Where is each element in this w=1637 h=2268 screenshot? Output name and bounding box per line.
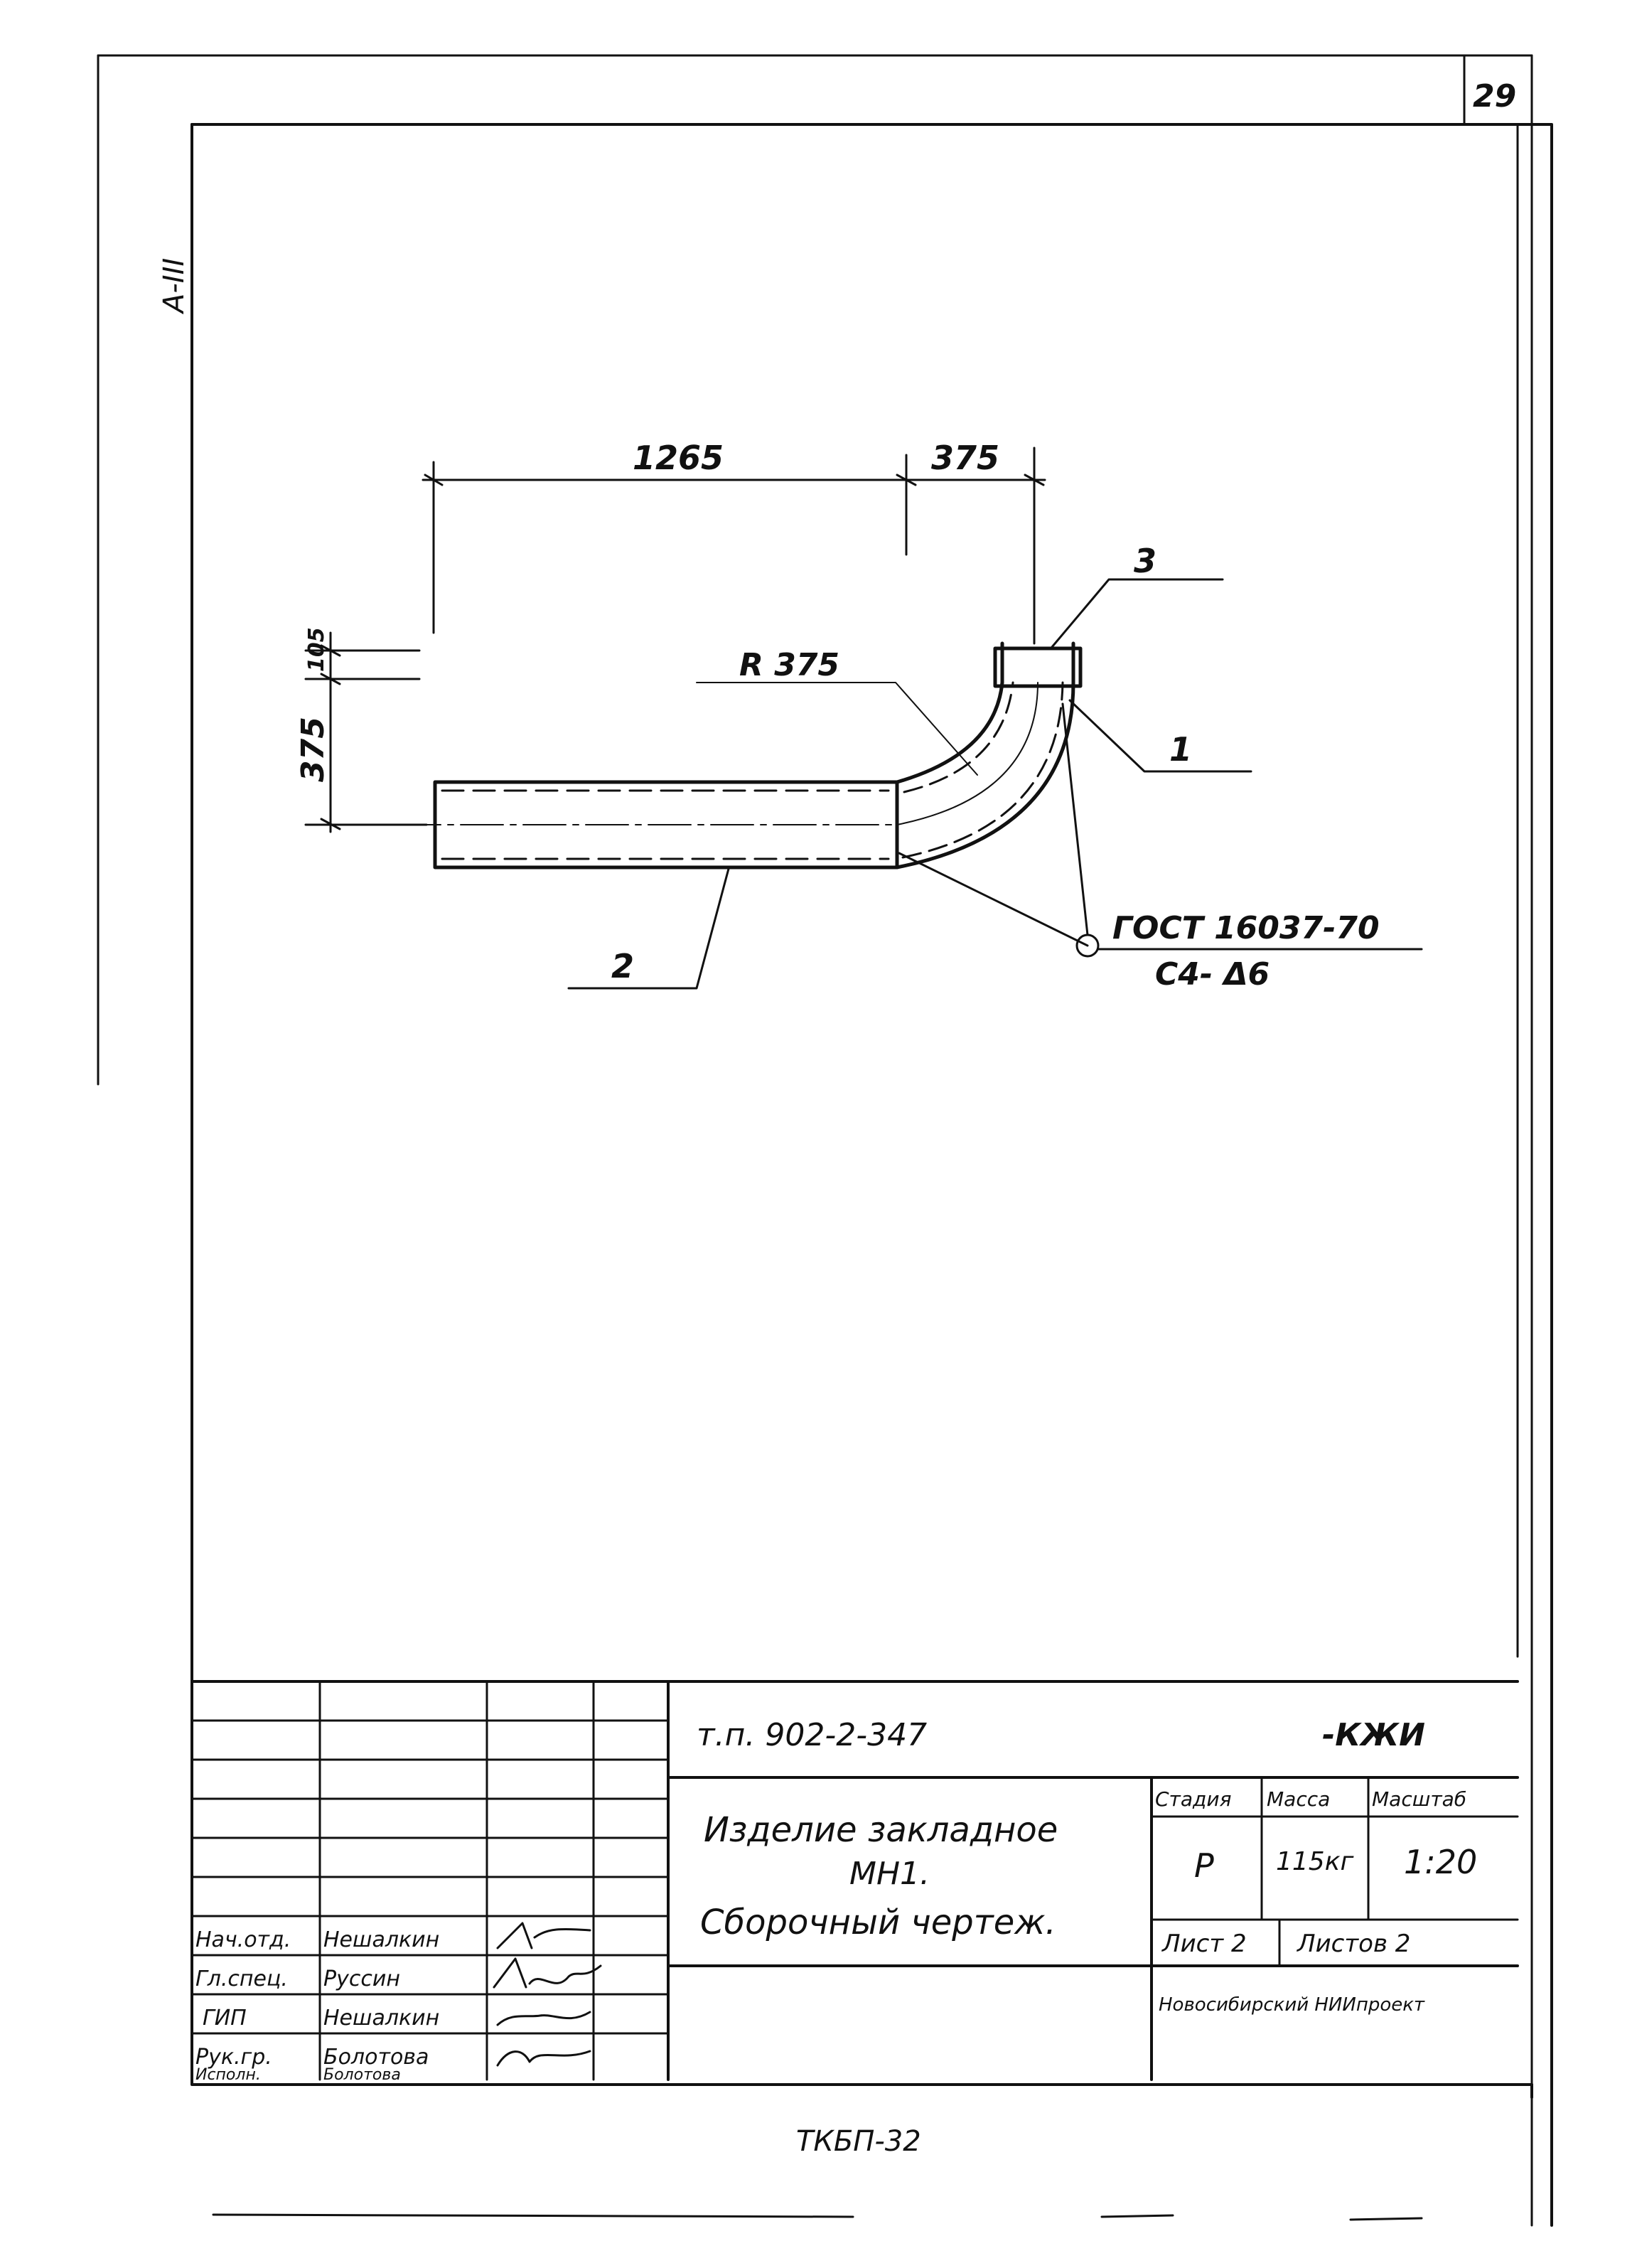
scale-header: Масштаб: [1372, 1787, 1466, 1811]
dim-height: 375: [295, 717, 331, 782]
position-1: 1: [1169, 730, 1192, 769]
weld-type: С4- Δ6: [1155, 956, 1270, 993]
title-line2: МН1.: [849, 1856, 930, 1892]
format-label: А-III: [158, 258, 190, 315]
part-drawing: [397, 641, 1083, 870]
signatures: [493, 1922, 602, 2067]
role-2: Гл.спец.: [195, 1967, 288, 1991]
title-block: [190, 1680, 1519, 2081]
role-1: Нач.отд.: [195, 1927, 291, 1952]
name-4: Болотова: [323, 2045, 429, 2070]
name-2: Руссин: [323, 1967, 400, 1991]
role-5: Исполн.: [195, 2066, 261, 2084]
position-3: 3: [1134, 542, 1156, 580]
scale-value: 1:20: [1404, 1843, 1477, 1881]
section-code: -КЖИ: [1322, 1717, 1425, 1753]
position-2: 2: [611, 947, 634, 985]
dim-small: 105: [304, 627, 329, 672]
sheet-frame: [97, 54, 1553, 2227]
title-line1: Изделие закладное: [704, 1810, 1058, 1850]
mass-value: 115кг: [1276, 1847, 1354, 1876]
organization: Новосибирский НИИпроект: [1159, 1994, 1425, 2016]
weld-standard: ГОСТ 16037-70: [1112, 910, 1380, 946]
role-4: Рук.гр.: [195, 2045, 272, 2070]
name-1: Нешалкин: [323, 1927, 439, 1952]
project-code: т.п. 902-2-347: [697, 1717, 927, 1753]
radius-label: R 375: [739, 647, 839, 683]
stage-header: Стадия: [1155, 1787, 1231, 1811]
sheet-number: 29: [1473, 78, 1516, 114]
dim-length: 1265: [633, 439, 724, 477]
bottom-stamp: ТКБП-32: [796, 2125, 921, 2158]
dimensions: [304, 446, 1046, 833]
mass-header: Масса: [1267, 1787, 1330, 1811]
sheet-label: Лист 2: [1161, 1930, 1247, 1958]
name-3: Нешалкин: [323, 2006, 439, 2031]
sheets-label: Листов 2: [1296, 1930, 1410, 1958]
role-3: ГИП: [203, 2006, 247, 2031]
roles-table: Нач.отд. Нешалкин Гл.спец. Руссин ГИП Не…: [195, 1927, 439, 2084]
leaders: [567, 578, 1423, 990]
name-5: Болотова: [323, 2066, 401, 2084]
stage-value: Р: [1194, 1846, 1214, 1885]
title-line3: Сборочный чертеж.: [700, 1903, 1056, 1942]
dim-bend-offset: 375: [931, 439, 999, 477]
